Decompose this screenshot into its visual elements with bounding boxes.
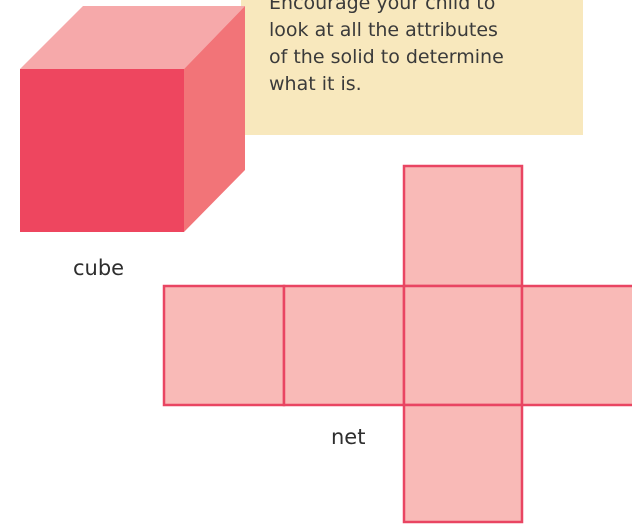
net-face-center-left (284, 286, 404, 405)
net-label: net (331, 425, 365, 449)
net-face-top (404, 166, 522, 286)
net-face-bottom (404, 405, 522, 522)
net-face-left (164, 286, 284, 405)
net-face-right (522, 286, 632, 405)
net-face-center (404, 286, 522, 405)
